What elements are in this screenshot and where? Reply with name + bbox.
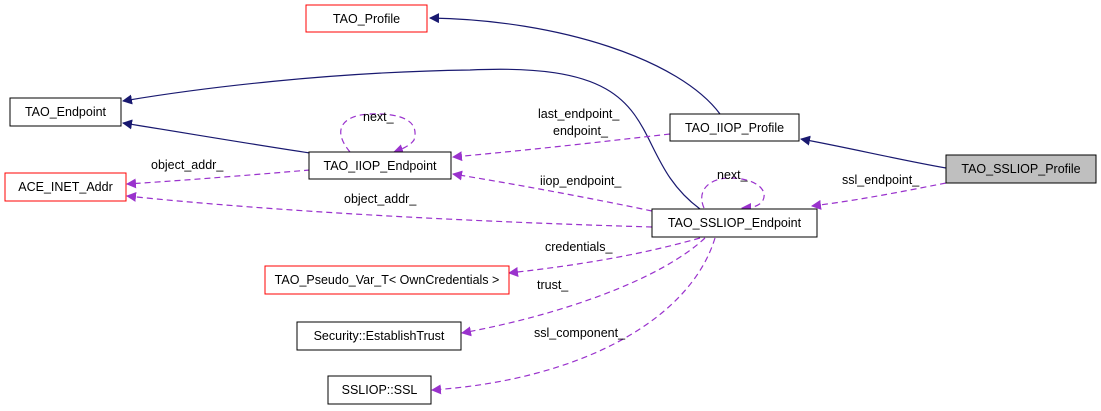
edge-ssliop-endpoint-to-endpoint <box>122 68 701 210</box>
node-label: TAO_Endpoint <box>25 105 107 119</box>
label-trust: trust_ <box>537 278 569 292</box>
label-ssliop-endpoint-next: next_ <box>717 168 749 182</box>
edge-ssliop-endpoint-to-pseudo-var <box>508 237 701 277</box>
node-tao-profile[interactable]: TAO_Profile <box>305 4 428 33</box>
edge-ssliop-endpoint-to-ace-inet-addr <box>126 191 653 228</box>
edge-ssliop-profile-to-ssliop-endpoint <box>811 182 947 210</box>
edge-ssliop-endpoint-next-loop <box>701 177 765 213</box>
edge-iiop-profile-to-iiop-endpoint <box>452 133 671 162</box>
inheritance-edges <box>122 13 947 210</box>
node-label: SSLIOP::SSL <box>342 383 418 397</box>
node-label: TAO_Pseudo_Var_T< OwnCredentials > <box>275 273 500 287</box>
edge-iiop-endpoint-to-endpoint <box>122 119 311 154</box>
edge-iiop-endpoint-to-ace-inet-addr <box>126 169 311 189</box>
node-tao-ssliop-endpoint[interactable]: TAO_SSLIOP_Endpoint <box>651 208 818 238</box>
node-tao-pseudo-var[interactable]: TAO_Pseudo_Var_T< OwnCredentials > <box>264 265 510 295</box>
label-iiop-endpoint-next: next_ <box>363 110 395 124</box>
edge-iiop-endpoint-next-loop <box>340 113 416 154</box>
edge-iiop-profile-to-profile <box>429 13 721 115</box>
node-tao-iiop-profile[interactable]: TAO_IIOP_Profile <box>669 113 800 142</box>
edge-labels: next_ object_addr_ last_endpoint_ endpoi… <box>151 107 920 340</box>
node-label: ACE_INET_Addr <box>18 180 112 194</box>
node-ssliop-ssl[interactable]: SSLIOP::SSL <box>327 375 432 405</box>
node-tao-endpoint[interactable]: TAO_Endpoint <box>9 97 122 127</box>
node-label: TAO_SSLIOP_Profile <box>961 162 1080 176</box>
usage-edges <box>126 113 947 395</box>
node-tao-ssliop-profile[interactable]: TAO_SSLIOP_Profile <box>945 154 1097 184</box>
edge-ssliop-endpoint-to-establish-trust <box>461 237 706 337</box>
node-label: TAO_IIOP_Profile <box>685 121 784 135</box>
edge-ssliop-profile-to-iiop-profile <box>800 135 947 169</box>
node-tao-iiop-endpoint[interactable]: TAO_IIOP_Endpoint <box>308 151 452 180</box>
node-ace-inet-addr[interactable]: ACE_INET_Addr <box>4 172 127 202</box>
edge-ssliop-endpoint-to-ssl <box>431 237 716 395</box>
label-ssliop-endpoint-object-addr: object_addr_ <box>344 192 417 206</box>
node-security-establish-trust[interactable]: Security::EstablishTrust <box>296 321 462 351</box>
label-ssliop-endpoint-iiop-endpoint: iiop_endpoint_ <box>540 174 622 188</box>
label-iiop-profile-endpoint: endpoint_ <box>553 124 609 138</box>
label-credentials: credentials_ <box>545 240 613 254</box>
node-label: TAO_Profile <box>333 12 400 26</box>
node-label: Security::EstablishTrust <box>314 329 445 343</box>
node-label: TAO_SSLIOP_Endpoint <box>668 216 802 230</box>
label-ssliop-profile-ssl-endpoint: ssl_endpoint_ <box>842 173 920 187</box>
edge-ssliop-endpoint-to-iiop-endpoint <box>452 170 653 212</box>
label-ssl-component: ssl_component_ <box>534 326 626 340</box>
label-iiop-endpoint-object-addr: object_addr_ <box>151 158 224 172</box>
label-iiop-profile-last-endpoint: last_endpoint_ <box>538 107 620 121</box>
node-label: TAO_IIOP_Endpoint <box>323 159 437 173</box>
